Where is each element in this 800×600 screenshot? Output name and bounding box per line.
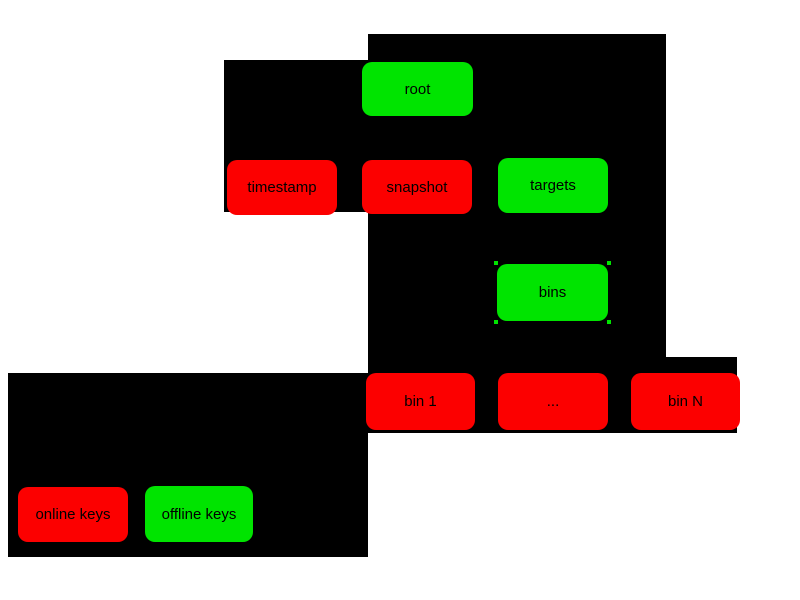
legend-online-keys: online keys: [18, 487, 128, 542]
node-bin-1: bin 1: [366, 373, 475, 430]
selection-handle-bottom-left: [494, 320, 498, 324]
legend-offline-keys-label: offline keys: [161, 505, 237, 523]
node-snapshot: snapshot: [362, 160, 472, 214]
node-bin-ellipsis: ...: [498, 373, 608, 430]
node-bin-1-label: bin 1: [404, 393, 437, 410]
node-targets: targets: [498, 158, 608, 213]
node-bin-n-label: bin N: [667, 393, 704, 410]
node-bins: bins: [494, 261, 611, 324]
node-root: root: [362, 62, 473, 116]
node-bin-ellipsis-label: ...: [546, 393, 560, 410]
node-root-label: root: [404, 80, 431, 98]
node-timestamp: timestamp: [227, 160, 337, 215]
node-bins-label: bins: [538, 284, 567, 301]
node-snapshot-label: snapshot: [386, 178, 448, 196]
legend-online-keys-label: online keys: [35, 506, 111, 523]
selection-handle-top-right: [607, 261, 611, 265]
node-bin-n: bin N: [631, 373, 740, 430]
selection-handle-bottom-right: [607, 320, 611, 324]
node-targets-label: targets: [530, 177, 576, 194]
selection-handle-top-left: [494, 261, 498, 265]
node-timestamp-label: timestamp: [247, 179, 317, 196]
legend-offline-keys: offline keys: [145, 486, 253, 542]
